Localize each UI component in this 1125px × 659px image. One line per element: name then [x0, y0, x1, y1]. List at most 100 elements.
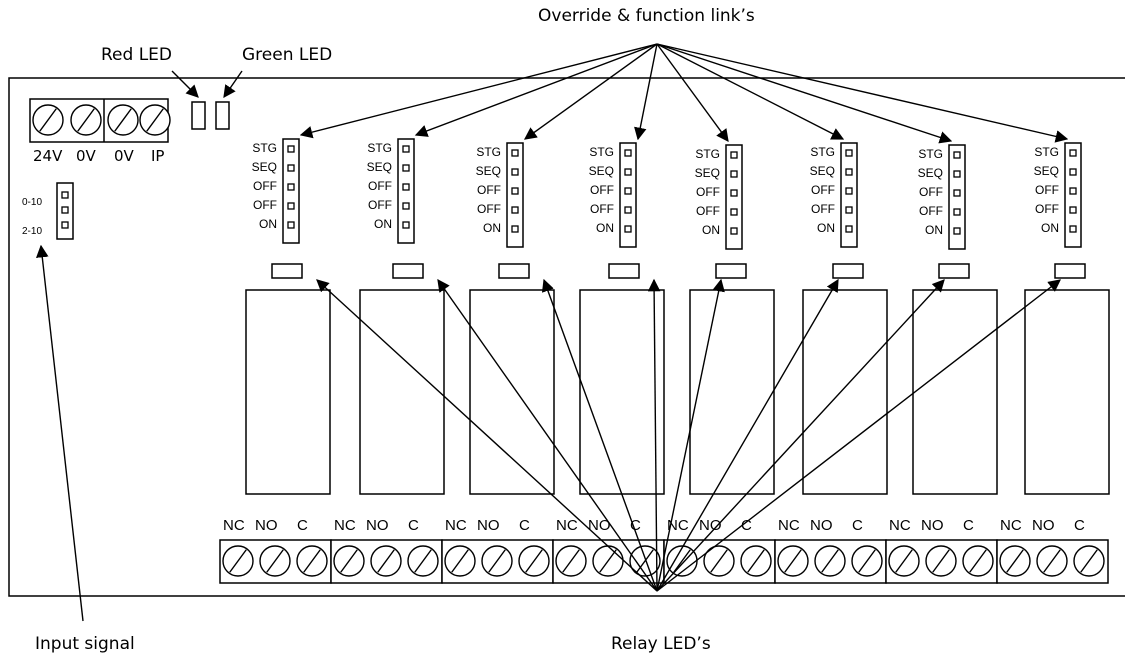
- relay-terminal-label-nc: NC: [889, 517, 911, 534]
- link-label: OFF: [696, 185, 720, 199]
- relay-led: [832, 263, 864, 279]
- arrow-red-led: [171, 70, 199, 98]
- relay-terminal-screw: [333, 545, 365, 577]
- relay-led: [608, 263, 640, 279]
- relay-terminal-screw: [740, 545, 772, 577]
- relay-terminal-label-nc: NC: [445, 517, 467, 534]
- arrow-override-link: [414, 43, 658, 137]
- link-label: OFF: [811, 183, 835, 197]
- link-label: OFF: [919, 204, 943, 218]
- relay-terminal-screw: [222, 545, 254, 577]
- link-label: OFF: [590, 183, 614, 197]
- link-label: STG: [918, 147, 943, 161]
- relay: [689, 289, 775, 495]
- link-label: OFF: [1035, 202, 1059, 216]
- link-label: SEQ: [367, 160, 392, 174]
- relay-led: [498, 263, 530, 279]
- function-link-header: [840, 142, 858, 248]
- relay-terminal-label-c: C: [963, 517, 974, 534]
- link-label: OFF: [368, 198, 392, 212]
- arrow-override-link: [523, 43, 658, 140]
- arrow-relay-led: [541, 278, 658, 592]
- power-terminal-block: 24V 0V 0V IP: [29, 98, 171, 165]
- link-label: OFF: [253, 198, 277, 212]
- relay-terminal-label-c: C: [408, 517, 419, 534]
- arrow-override-link: [299, 43, 658, 139]
- relay-terminal-screw: [962, 545, 994, 577]
- relay-terminal-label-no: NO: [1032, 517, 1055, 534]
- relay-terminal-label-c: C: [630, 517, 641, 534]
- link-label: OFF: [477, 202, 501, 216]
- arrow-relay-led: [316, 279, 658, 592]
- link-label: OFF: [811, 202, 835, 216]
- relay-terminal-screw: [814, 545, 846, 577]
- relay-terminal-label-nc: NC: [223, 517, 245, 534]
- link-label: STG: [476, 145, 501, 159]
- relay-terminal-screw: [444, 545, 476, 577]
- link-label: SEQ: [695, 166, 720, 180]
- function-link-header: [506, 142, 524, 248]
- link-label: ON: [817, 221, 835, 235]
- relay-terminal-label-c: C: [1074, 517, 1085, 534]
- callout-green-led: Green LED: [242, 45, 332, 65]
- link-label: SEQ: [1034, 164, 1059, 178]
- relay-terminal-screw: [925, 545, 957, 577]
- arrow-green-led: [223, 70, 243, 99]
- relay-channels: STG SEQ OFF OFF ON NC NO C STG SEQ OFF OFF ON NC NO C ST…: [219, 138, 1110, 584]
- link-label: STG: [252, 141, 277, 155]
- relay-terminal-screw: [555, 545, 587, 577]
- link-label: ON: [596, 221, 614, 235]
- relay-led: [271, 263, 303, 279]
- relay-terminal-label-nc: NC: [334, 517, 356, 534]
- link-label: OFF: [368, 179, 392, 193]
- relay-terminal-label-nc: NC: [556, 517, 578, 534]
- input-range-jumper: 0-10 2-10: [22, 182, 74, 240]
- relay-terminal-label-c: C: [519, 517, 530, 534]
- power-label-0v-b: 0V: [114, 147, 135, 165]
- arrow-override-link: [656, 43, 1069, 143]
- relay-terminal-screw: [851, 545, 883, 577]
- relay-terminal-label-no: NO: [921, 517, 944, 534]
- relay-led: [938, 263, 970, 279]
- link-label: SEQ: [918, 166, 943, 180]
- relay: [912, 289, 998, 495]
- callout-override-links: Override & function link’s: [538, 6, 755, 26]
- relay-terminal-label-c: C: [741, 517, 752, 534]
- red-led: [191, 101, 206, 130]
- relay-terminal-screw: [592, 545, 624, 577]
- function-link-header: [282, 138, 300, 244]
- function-link-header: [948, 144, 966, 250]
- relay-terminal-label-no: NO: [588, 517, 611, 534]
- arrow-override-link: [656, 43, 953, 144]
- link-label: SEQ: [589, 164, 614, 178]
- relay-terminal-screw: [703, 545, 735, 577]
- relay-terminal-label-nc: NC: [667, 517, 689, 534]
- link-label: OFF: [590, 202, 614, 216]
- link-label: SEQ: [252, 160, 277, 174]
- relay: [802, 289, 888, 495]
- arrow-relay-led: [437, 278, 658, 592]
- arrow-relay-led: [647, 278, 661, 592]
- relay-terminal-screw: [999, 545, 1031, 577]
- link-label: ON: [259, 217, 277, 231]
- callout-arrows: [36, 43, 1069, 622]
- relay: [579, 289, 665, 495]
- arrow-override-link: [634, 43, 658, 141]
- relay-terminal-screw: [1073, 545, 1105, 577]
- relay-terminal-screw: [370, 545, 402, 577]
- jumper-label-0-10: 0-10: [22, 197, 42, 208]
- arrow-relay-led: [656, 279, 1061, 592]
- relay-led: [1054, 263, 1086, 279]
- arrow-override-link: [656, 43, 845, 140]
- function-link-header: [725, 144, 743, 250]
- relay-terminal-label-c: C: [297, 517, 308, 534]
- relay: [359, 289, 445, 495]
- link-label: OFF: [477, 183, 501, 197]
- relay-led: [715, 263, 747, 279]
